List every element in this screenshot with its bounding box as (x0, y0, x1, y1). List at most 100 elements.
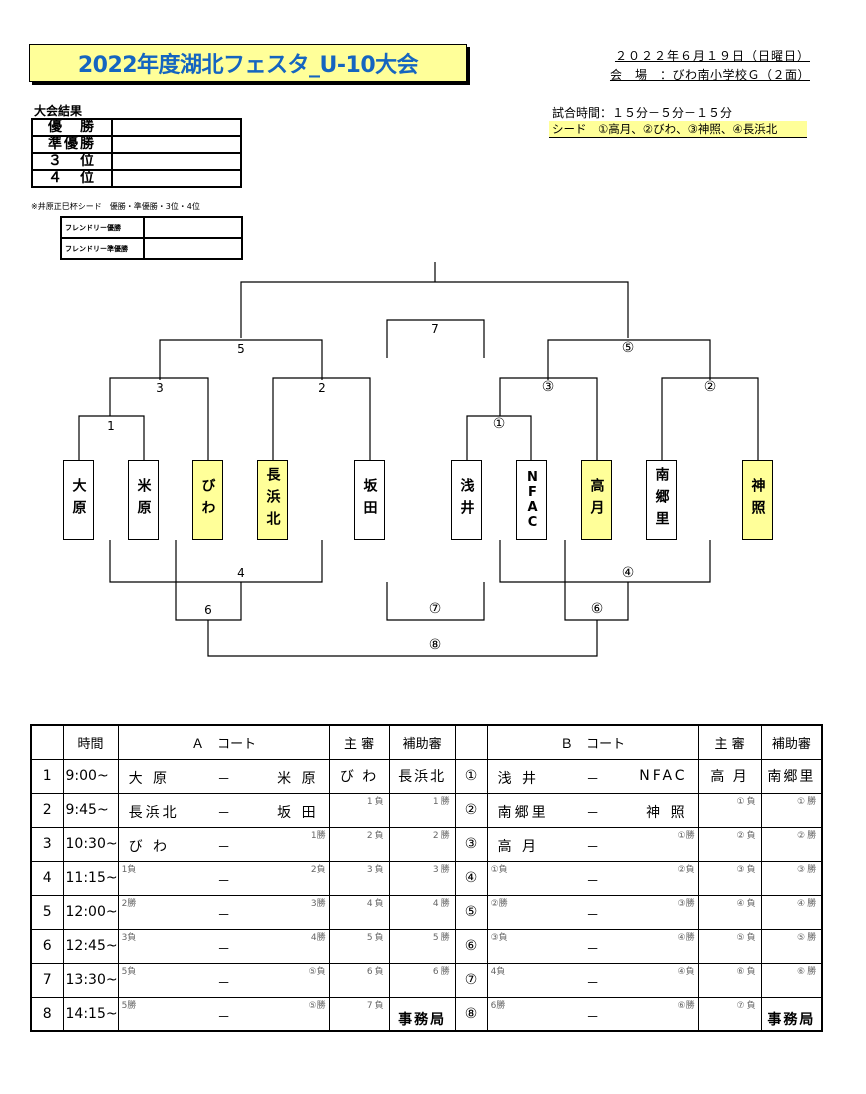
a-court-match-right-note: 3勝 (310, 898, 326, 909)
b-court-match-left-team: 南郷里 (497, 804, 549, 821)
result-label: 優 勝 (31, 118, 113, 137)
b-aux-referee: ①勝 (760, 792, 823, 828)
event-date: ２０２２年６月１９日（日曜日） (614, 49, 810, 63)
bracket-label: 4 (237, 566, 245, 580)
a-court-match-right-team: 坂 田 (277, 804, 319, 821)
b-match-no: ⑤ (454, 894, 488, 930)
match-time-cell: 10:30~ (62, 826, 119, 862)
b-aux-referee-note: ⑤勝 (797, 932, 819, 943)
a-referee: 7負 (328, 996, 390, 1032)
team-name: 米原 (135, 478, 152, 522)
b-aux-referee-note: ③勝 (797, 864, 819, 875)
b-referee-note: ③負 (736, 864, 758, 875)
b-referee-note: ⑥負 (736, 966, 758, 977)
b-referee: ⑦負 (697, 996, 762, 1032)
result-value (111, 135, 242, 154)
team-box: NFAC (516, 460, 547, 540)
b-court-match-dash: － (586, 772, 600, 788)
header-time: 時間 (62, 724, 119, 760)
b-court-match-dash: － (586, 908, 600, 924)
a-aux-referee: 長浜北 (388, 758, 456, 794)
results-label: 大会結果 (34, 104, 83, 118)
bracket-label: 3 (156, 381, 164, 395)
b-referee: ⑥負 (697, 962, 762, 998)
b-referee-name: 高 月 (710, 769, 749, 785)
b-referee-note: ④負 (736, 898, 758, 909)
a-referee: 4負 (328, 894, 390, 930)
b-court-match-dash: － (586, 942, 600, 958)
b-court-match-right-team: 神 照 (646, 804, 688, 821)
a-court-match-right-note: 4勝 (310, 932, 326, 943)
a-court-match-left-note: 5勝 (121, 1000, 137, 1011)
match-time-cell: 14:15~ (62, 996, 119, 1032)
a-referee-note: 7負 (366, 1000, 386, 1011)
a-referee-note: 2負 (366, 830, 386, 841)
friendly-table: フレンドリー優勝 フレンドリー準優勝 (60, 216, 243, 260)
match-no: 6 (30, 928, 64, 964)
a-court-match: 1勝び わ－ (117, 826, 330, 862)
a-court-match-dash: － (217, 772, 231, 788)
b-court-match-right-team: NFAC (639, 767, 688, 784)
b-court-match-right-note: ③勝 (677, 898, 695, 909)
a-referee: 5負 (328, 928, 390, 964)
b-court-match: 浅 井－NFAC (486, 758, 699, 794)
header-ref-a: 主 審 (328, 724, 390, 760)
a-referee: び わ (328, 758, 390, 794)
b-match-no: ④ (454, 860, 488, 896)
friendly-value (143, 237, 243, 260)
a-aux-referee-name: 長浜北 (398, 769, 447, 785)
team-box-seed: びわ (192, 460, 223, 540)
b-referee-note: ②負 (736, 830, 758, 841)
b-court-match-dash: － (586, 874, 600, 890)
a-referee: 1負 (328, 792, 390, 828)
b-court-match-right-note: ④勝 (677, 932, 695, 943)
bracket-label: 1 (107, 419, 115, 433)
header-a-court: Ａ コート (117, 724, 330, 760)
a-aux-referee-note: 2勝 (432, 830, 452, 841)
a-court-match-dash: － (217, 874, 231, 890)
a-court-match-left-team: び わ (128, 838, 171, 855)
bracket-label: ① (492, 416, 506, 432)
b-referee-note: ⑤負 (736, 932, 758, 943)
b-aux-referee: ⑥勝 (760, 962, 823, 998)
bracket-label: ④ (621, 565, 635, 581)
b-aux-referee: ③勝 (760, 860, 823, 896)
a-referee-note: 3負 (366, 864, 386, 875)
tournament-title-box: 2022年度湖北フェスタ_U-10大会 (29, 44, 467, 82)
b-match-no: ⑦ (454, 962, 488, 998)
b-aux-referee-note: ①勝 (797, 796, 819, 807)
b-court-match-left-note: ①負 (490, 864, 508, 875)
a-aux-referee: 1勝 (388, 792, 456, 828)
match-time-cell: 13:30~ (62, 962, 119, 998)
a-aux-referee: 3勝 (388, 860, 456, 896)
b-referee: ④負 (697, 894, 762, 930)
b-court-match-right-note: ①勝 (677, 830, 695, 841)
friendly-label: フレンドリー準優勝 (60, 237, 145, 260)
seed-note: ※井原正巳杯シード 優勝・準優勝・3位・4位 (31, 202, 200, 211)
header-aux-a: 補助審 (388, 724, 456, 760)
a-court-match-dash: － (217, 840, 231, 856)
b-aux-referee-name: 南郷里 (767, 769, 816, 785)
b-court-match-left-team: 高 月 (497, 838, 540, 855)
b-match-no: ⑥ (454, 928, 488, 964)
match-no: 8 (30, 996, 64, 1032)
a-referee-note: 5負 (366, 932, 386, 943)
team-name: びわ (199, 478, 216, 522)
schedule-header: 時間 Ａ コート 主 審 補助審 Ｂ コート 主 審 補助審 (30, 724, 823, 760)
b-court-match-right-note: ④負 (677, 966, 695, 977)
a-aux-referee-note: 6勝 (432, 966, 452, 977)
b-aux-referee: 事務局 (760, 996, 823, 1032)
result-value (111, 169, 242, 188)
a-referee-note: 4負 (366, 898, 386, 909)
team-name: NFAC (524, 470, 540, 530)
b-court-match-dash: － (586, 1010, 600, 1026)
match-no: 3 (30, 826, 64, 862)
a-court-match-left-team: 長浜北 (128, 804, 180, 821)
